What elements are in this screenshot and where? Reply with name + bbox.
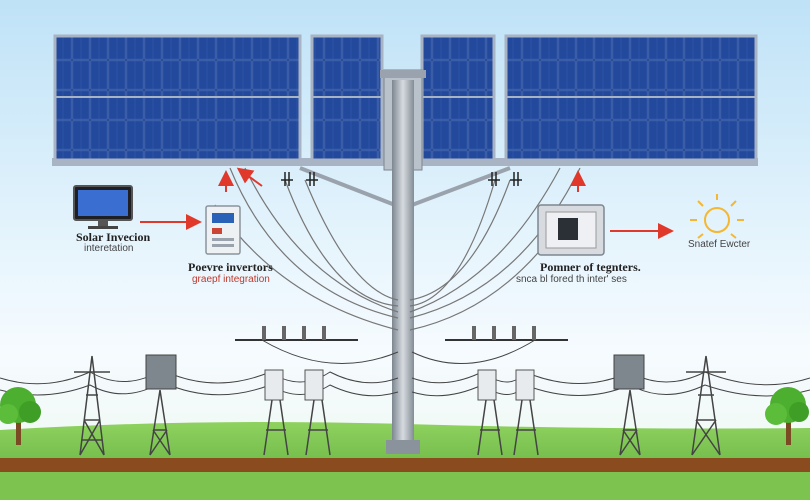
monitor-icon <box>73 185 133 229</box>
tree-icon <box>0 387 809 445</box>
cable-bundle <box>214 167 581 331</box>
transformer-boxes <box>145 354 645 401</box>
main-pole <box>392 80 414 452</box>
left-title: Solar Invecion <box>76 230 151 244</box>
inverter-title: Poevre invertors <box>188 260 273 274</box>
sun-icon <box>690 194 744 239</box>
inverter-subtitle: graepf integration <box>192 274 270 285</box>
left-subtitle: interetation <box>84 243 134 254</box>
transmission-tower-icon <box>74 355 726 456</box>
combiner-subtitle: snca bl fored th inter' ses <box>516 274 627 285</box>
inverter-icon <box>205 205 241 255</box>
soil-strip <box>0 458 810 472</box>
flow-arrows <box>140 167 674 239</box>
combiner-title: Pomner of tegnters. <box>540 260 641 274</box>
panel-connectors <box>281 172 522 186</box>
sun-label: Snatef Ewcter <box>688 239 751 250</box>
combiner-box-icon <box>537 204 605 256</box>
insulators <box>262 326 536 340</box>
